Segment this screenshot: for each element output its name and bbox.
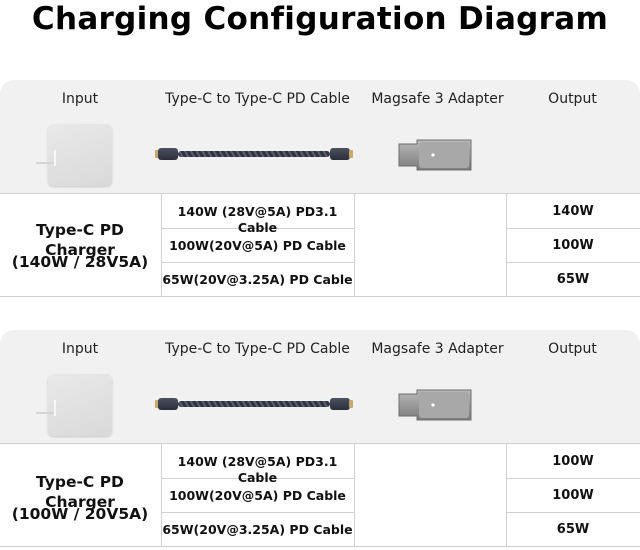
header-output: Output [548,91,597,107]
header-input: Input [61,341,99,357]
cable-row-1: 140W (28V@5A) PD3.1 Cable [177,204,338,235]
header-adapter: Magsafe 3 Adapter [371,341,504,357]
usb-c-cable-icon [155,146,353,162]
header-adapter: Magsafe 3 Adapter [371,91,504,107]
section-140w-charger: Input Type-C to Type-C PD Cable Magsafe … [0,80,640,300]
header-output: Output [548,341,597,357]
cable-row-2: 100W(20V@5A) PD Cable [169,488,346,503]
charger-spec: (100W / 20V5A) [11,505,149,523]
output-row-1: 100W [552,454,594,469]
table-top-rule [0,193,640,194]
magsafe-adapter-icon [398,139,472,171]
output-row-2: 100W [552,238,594,253]
cable-row-2: 100W(20V@5A) PD Cable [169,238,346,253]
header-input: Input [61,91,99,107]
charger-spec: (140W / 28V5A) [11,253,149,271]
cable-row-1: 140W (28V@5A) PD3.1 Cable [177,454,338,485]
output-row-3: 65W [556,272,590,287]
output-row-3: 65W [556,522,590,537]
power-adapter-icon [36,124,112,186]
output-row-1: 140W [552,204,594,219]
power-adapter-icon [36,374,112,436]
section-100w-charger: Input Type-C to Type-C PD Cable Magsafe … [0,330,640,550]
output-row-2: 100W [552,488,594,503]
table-top-rule [0,443,640,444]
diagram-title: Charging Configuration Diagram [31,1,609,37]
charger-name: Type-C PD Charger [36,221,124,259]
usb-c-cable-icon [155,396,353,412]
cable-row-3: 65W(20V@3.25A) PD Cable [162,272,353,287]
charger-name: Type-C PD Charger [36,473,124,511]
cable-row-3: 65W(20V@3.25A) PD Cable [162,522,353,537]
magsafe-adapter-icon [398,389,472,421]
header-cable: Type-C to Type-C PD Cable [165,91,350,107]
header-cable: Type-C to Type-C PD Cable [165,341,350,357]
